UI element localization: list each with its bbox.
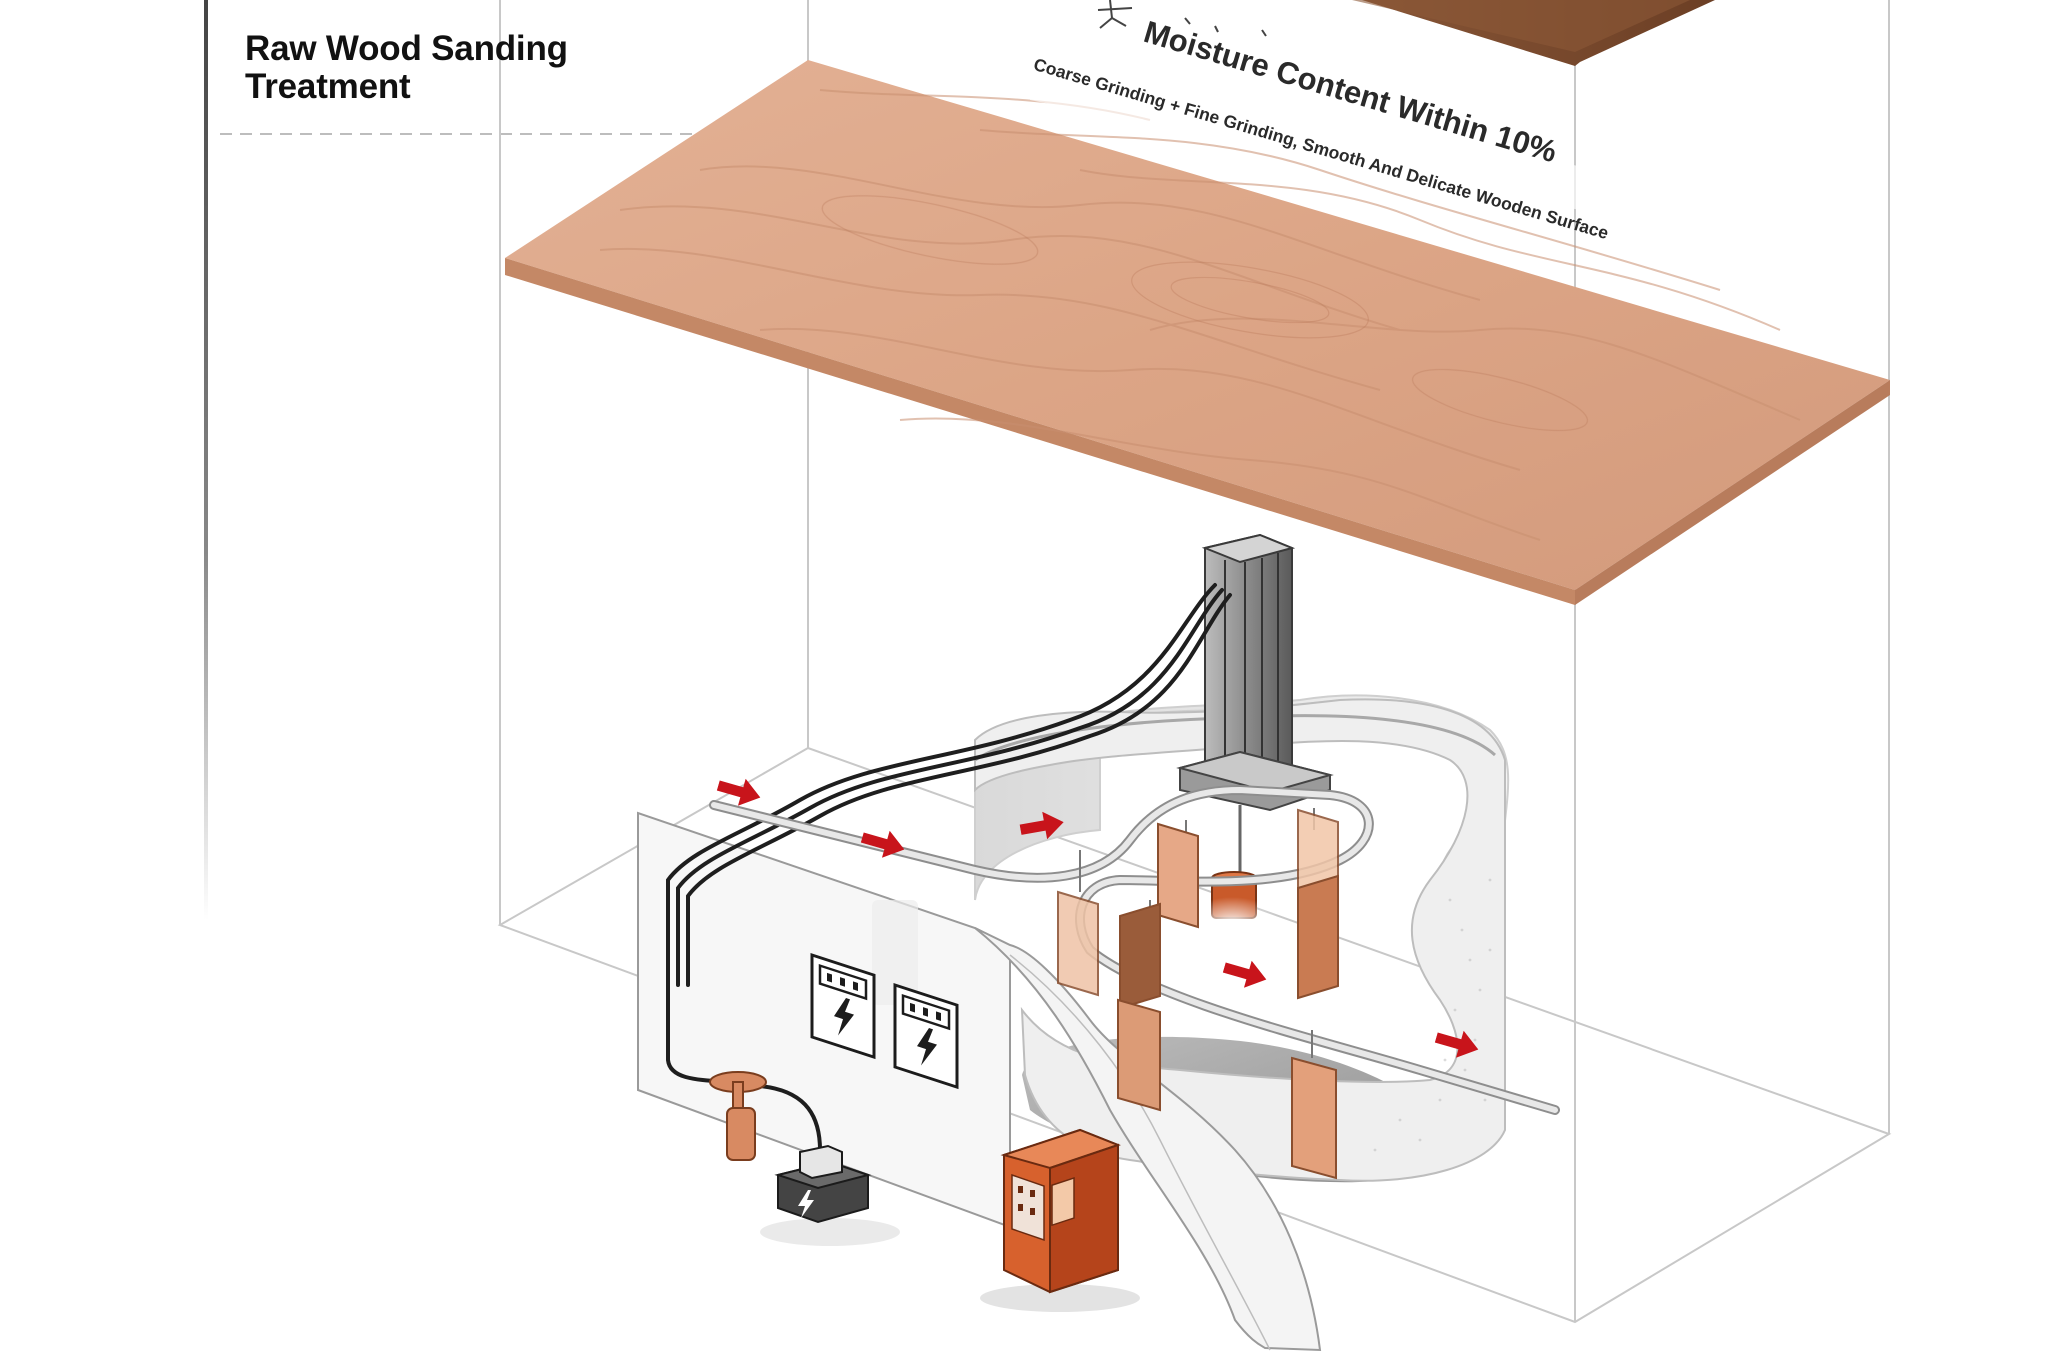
red-arrow-icon — [1220, 954, 1271, 994]
raw-wood-board — [505, 60, 1890, 605]
lightning-bolt-icon — [917, 1028, 937, 1066]
left-accent-bar — [204, 0, 208, 920]
electrical-panel-2 — [893, 983, 959, 1090]
finished-wood-board — [1280, 0, 1715, 66]
power-cables — [666, 583, 1232, 1152]
power-supply-box — [760, 1144, 900, 1246]
lightning-bolt-icon — [834, 998, 854, 1036]
valve — [709, 1071, 767, 1161]
glyph-fragment — [1097, 0, 1267, 37]
lightning-bolt-icon — [798, 1190, 814, 1218]
electrical-panel-1 — [810, 953, 876, 1060]
control-cabinet — [980, 1128, 1140, 1312]
label-band — [1030, 62, 1610, 216]
red-arrow-icon — [858, 824, 909, 864]
hanging-boards — [1057, 808, 1339, 1180]
section-title: Raw Wood Sanding Treatment — [245, 29, 568, 106]
